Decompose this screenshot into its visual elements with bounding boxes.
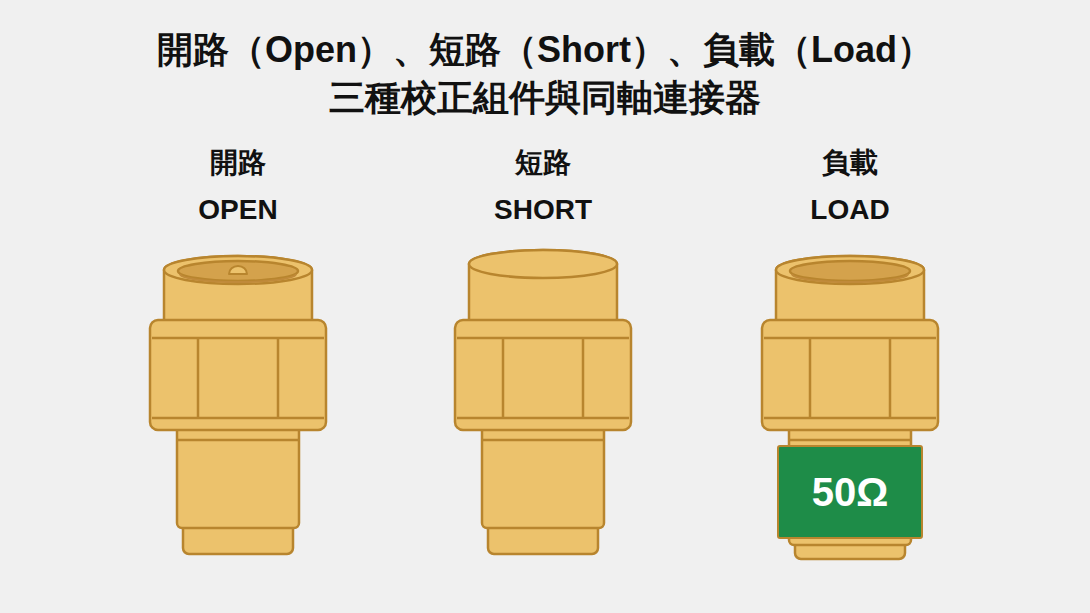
open-connector [150, 256, 326, 554]
cap-rim [164, 256, 312, 284]
cap-opening [178, 261, 298, 281]
cap-rim [776, 256, 924, 284]
body-sleeve [482, 422, 604, 528]
hex-nut [150, 320, 326, 430]
sleeve-groove [482, 439, 604, 442]
nut-faces [457, 338, 629, 418]
standard-name-en: SHORT [494, 193, 592, 227]
cap-body [164, 256, 312, 328]
sleeve-groove [789, 439, 911, 442]
inner-wall [180, 274, 296, 282]
center-pin [229, 266, 247, 274]
cap-body [776, 256, 924, 328]
nut-faces [764, 338, 936, 418]
sleeve-groove [177, 439, 299, 442]
cap-body [469, 250, 617, 328]
hex-nut [455, 320, 631, 430]
cap-opening [790, 261, 910, 281]
short-connector [455, 250, 631, 554]
title: 開路（Open）、短路（Short）、負載（Load） 三種校正組件與同軸連接器 [45, 26, 1045, 122]
standard-name: 開路 [210, 146, 266, 180]
load-connector [762, 256, 938, 559]
inner-wall [792, 274, 908, 282]
standard-name: 短路 [515, 146, 571, 180]
hex-nut [762, 320, 938, 430]
standard-name-en: OPEN [198, 193, 277, 227]
standard-name: 負載 [822, 146, 878, 180]
standard-name-en: LOAD [810, 193, 889, 227]
shorted-face [469, 250, 617, 278]
nut-faces [152, 338, 324, 418]
impedance-value: 50Ω [812, 470, 889, 515]
resistance-band: 50Ω [777, 445, 923, 539]
body-sleeve [177, 422, 299, 528]
